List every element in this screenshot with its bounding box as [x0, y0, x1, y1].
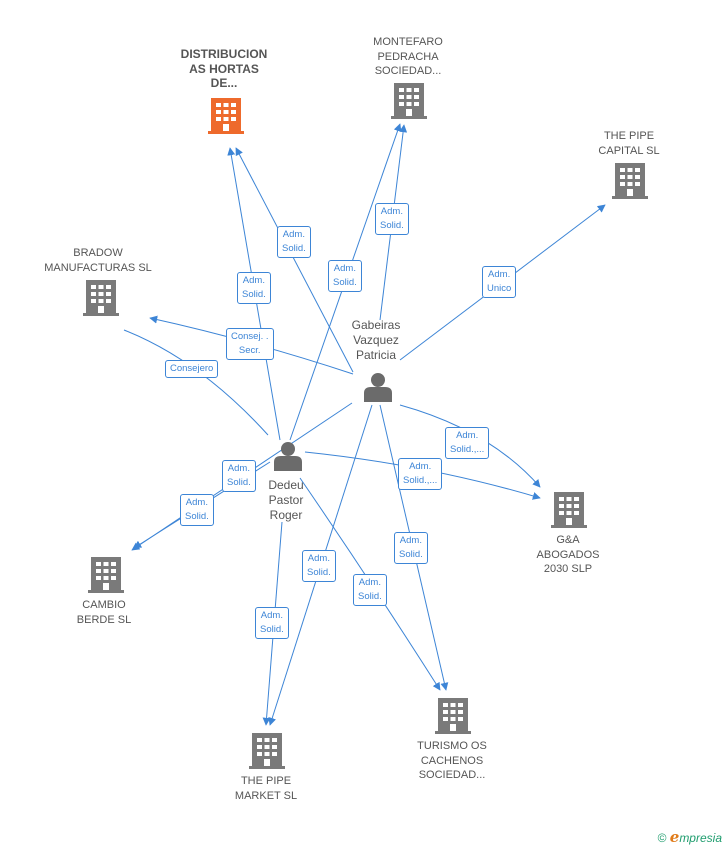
node-thepipemarket-label[interactable]: THE PIPE MARKET SL — [234, 775, 298, 802]
edge-label-role[interactable]: Adm. Solid. — [277, 226, 311, 258]
ga-building-icon[interactable] — [551, 492, 587, 528]
empresia-logo-initial: e — [669, 828, 680, 846]
node-ga-label[interactable]: G&A ABOGADOS 2030 SLP — [536, 534, 600, 575]
node-montefaro-label[interactable]: MONTEFARO PEDRACHA SOCIEDAD... — [373, 36, 443, 77]
edge-label-role[interactable]: Adm. Solid. — [222, 460, 256, 492]
distribucion-building-icon[interactable] — [208, 98, 244, 134]
edge-label-role[interactable]: Consejero — [165, 360, 219, 378]
edge-label-role[interactable]: Adm. Solid. — [328, 260, 362, 292]
edge-label-role[interactable]: Adm. Solid. — [302, 550, 336, 582]
gabeiras-person-icon[interactable] — [364, 373, 392, 402]
node-thepipecapital-label[interactable]: THE PIPE CAPITAL SL — [598, 130, 660, 157]
dedeu-person-icon[interactable] — [274, 442, 302, 471]
edge-label-role[interactable]: Adm. Solid. — [353, 574, 387, 606]
edge-label-role[interactable]: Adm. Solid.,... — [398, 458, 443, 490]
node-turismo-label[interactable]: TURISMO OS CACHENOS SOCIEDAD... — [417, 740, 487, 781]
node-dedeu-label[interactable]: Dedeu Pastor Roger — [268, 478, 304, 522]
node-gabeiras-label[interactable]: Gabeiras Vazquez Patricia — [351, 318, 401, 362]
thepipemarket-building-icon[interactable] — [249, 733, 285, 769]
node-distribucion-label[interactable]: DISTRIBUCION AS HORTAS DE... — [180, 47, 268, 90]
edge-label-role[interactable]: Consej. . Secr. — [226, 328, 274, 360]
node-cambio-label[interactable]: CAMBIO BERDE SL — [76, 599, 132, 626]
empresia-logo-text: mpresia — [679, 831, 722, 845]
turismo-building-icon[interactable] — [435, 698, 471, 734]
edge-label-role[interactable]: Adm. Solid. — [375, 203, 409, 235]
edge-label-role[interactable]: Adm. Solid.,... — [445, 427, 490, 459]
edge-gabeiras-distribucion — [235, 147, 354, 373]
bradow-building-icon[interactable] — [83, 280, 119, 316]
empresia-watermark[interactable]: © empresia — [658, 828, 722, 846]
node-bradow-label[interactable]: BRADOW MANUFACTURAS SL — [44, 247, 152, 274]
edge-label-role[interactable]: Adm. Solid. — [394, 532, 428, 564]
copyright-symbol: © — [657, 831, 667, 845]
montefaro-building-icon[interactable] — [391, 83, 427, 119]
cambio-building-icon[interactable] — [88, 557, 124, 593]
edge-label-role[interactable]: Adm. Unico — [482, 266, 517, 298]
edge-label-role[interactable]: Adm. Solid. — [255, 607, 289, 639]
edge-label-role[interactable]: Adm. Solid. — [237, 272, 271, 304]
thepipecapital-building-icon[interactable] — [612, 163, 648, 199]
edge-label-role[interactable]: Adm. Solid. — [180, 494, 214, 526]
